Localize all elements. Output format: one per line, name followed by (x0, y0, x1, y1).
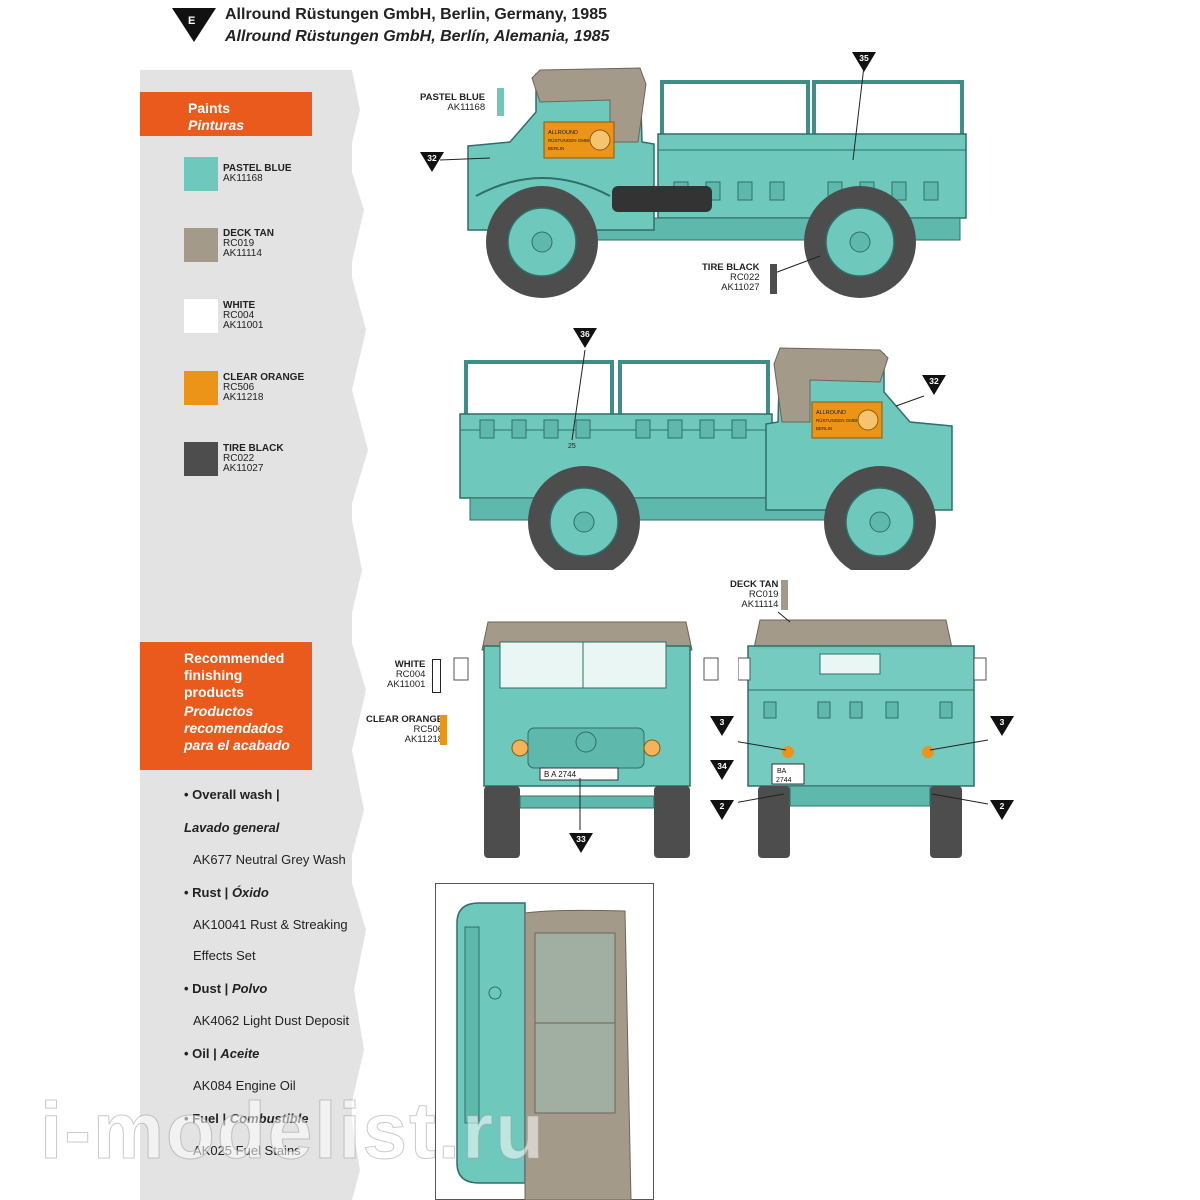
watermark-text: i-modelist.ru (39, 1086, 547, 1176)
panel-rough-edge (330, 70, 368, 1200)
truck-side-view-right: 25 ALLROUND RÜSTUNGEN GMBH BERLIN (459, 347, 953, 570)
door-text-side-1: ALLROUND (548, 130, 578, 136)
truck-side-view-left: 25 ALLROUND RÜSTUNGEN GMBH BERLIN (440, 65, 967, 298)
finish-rust-label: • Rust | Óxido (184, 885, 269, 900)
decal-marker-32-right: 32 (922, 375, 946, 395)
paints-heading-en: Paints (188, 100, 231, 116)
truck-front-view: B A 2744 (453, 621, 719, 858)
decal-marker-2-left: 2 (710, 800, 734, 820)
decal-marker-3-left: 3 (710, 716, 734, 736)
plate-rear-1: BA (777, 768, 787, 775)
finish-dust-label: • Dust | Polvo (184, 981, 268, 996)
swatch-tire-black (184, 442, 218, 476)
paints-heading: Paints Pinturas (140, 92, 312, 136)
finish-wash-label-es: Lavado general (184, 820, 280, 835)
version-marker-triangle: E (172, 8, 216, 42)
decal-marker-3-right: 3 (990, 716, 1014, 736)
paints-heading-es: Pinturas (188, 117, 245, 133)
door-text-right-3: BERLIN (816, 426, 832, 431)
finish-dust-product: AK4062 Light Dust Deposit (193, 1013, 350, 1028)
title-spanish: Allround Rüstungen GmbH, Berlín, Alemani… (225, 28, 610, 45)
decal-marker-32-side: 32 (420, 152, 444, 172)
swatch-clear-orange (184, 371, 218, 405)
door-text-side-3: BERLIN (548, 146, 564, 151)
callout-rear-deck-bar (781, 580, 788, 610)
finish-wash-label: • Overall wash | (184, 787, 280, 802)
door-text-right-1: ALLROUND (816, 410, 846, 416)
swatch-white (184, 299, 218, 333)
swatch-deck-tan (184, 228, 218, 262)
finish-wash-product: AK677 Neutral Grey Wash (193, 852, 346, 867)
left-panel (140, 70, 352, 1200)
finishing-heading: Recommended finishing products Productos… (140, 642, 312, 770)
door-text-right-2: RÜSTUNGEN GMBH (816, 417, 859, 423)
decal-marker-36: 36 (573, 328, 597, 348)
finish-fuel-label: • Fuel | Combustible (184, 1111, 309, 1126)
version-marker-letter: E (188, 15, 196, 27)
decal-marker-2-right: 2 (990, 800, 1014, 820)
callout-front-orange-bar (440, 715, 447, 745)
decal-marker-34: 34 (710, 760, 734, 780)
finish-rust-product-2: Effects Set (193, 948, 256, 963)
truck-top-view-inset (435, 883, 654, 1200)
finish-rust-product-1: AK10041 Rust & Streaking (193, 917, 348, 932)
plate-front: B A 2744 (544, 770, 577, 779)
door-text-side-2: RÜSTUNGEN GMBH (548, 137, 591, 143)
bed-number-right: 25 (568, 443, 576, 450)
callout-side-pastel-bar (497, 88, 504, 116)
title-english: Allround Rüstungen GmbH, Berlin, Germany… (225, 6, 607, 23)
plate-rear-2: 2744 (776, 777, 792, 784)
swatch-pastel-blue (184, 157, 218, 191)
decal-marker-35: 35 (852, 52, 876, 72)
finish-fuel-product: AK025 Fuel Stains (193, 1143, 301, 1158)
callout-front-white-bar (432, 659, 441, 693)
finish-oil-label: • Oil | Aceite (184, 1046, 260, 1061)
truck-rear-view: BA 2744 (738, 611, 989, 858)
finish-oil-product: AK084 Engine Oil (193, 1078, 296, 1093)
callout-side-tire-bar (770, 264, 777, 294)
decal-marker-33: 33 (569, 833, 593, 853)
